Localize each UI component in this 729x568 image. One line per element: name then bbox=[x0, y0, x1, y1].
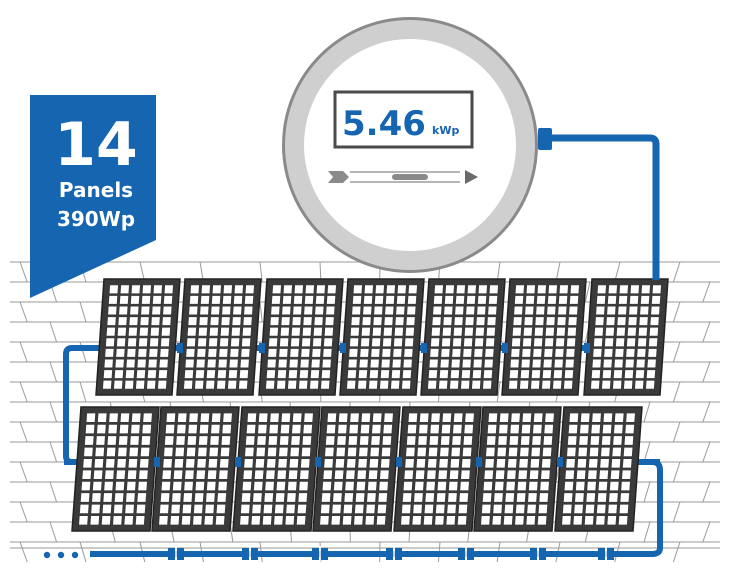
solar-panel bbox=[95, 278, 181, 396]
panel-link-icon bbox=[154, 457, 160, 467]
panel-link-icon bbox=[315, 457, 321, 467]
meter-plug bbox=[538, 128, 552, 150]
panel-link-icon bbox=[557, 457, 563, 467]
solar-panel bbox=[151, 406, 240, 532]
meter-display bbox=[333, 90, 474, 149]
connector-icon bbox=[242, 546, 258, 562]
panel-link-icon bbox=[340, 343, 346, 353]
meter-unit: kWp bbox=[432, 124, 459, 137]
solar-panel bbox=[501, 278, 587, 396]
panel-count: 14 bbox=[54, 110, 138, 180]
power-meter: 5.46 kWp bbox=[282, 17, 660, 280]
connector-icon bbox=[386, 546, 402, 562]
panel-link-icon bbox=[177, 343, 183, 353]
meter-cable bbox=[548, 134, 660, 280]
continuation-dots-icon bbox=[43, 551, 79, 559]
solar-panel bbox=[473, 406, 562, 532]
panel-link-icon bbox=[235, 457, 241, 467]
badge-label-wattage: 390Wp bbox=[57, 207, 135, 231]
panel-count-badge: 14 Panels 390Wp bbox=[30, 95, 156, 298]
connector-icon bbox=[312, 546, 328, 562]
solar-array bbox=[71, 278, 669, 532]
connector-icon bbox=[598, 546, 614, 562]
panel-link-icon bbox=[259, 343, 265, 353]
solar-panel bbox=[71, 406, 160, 532]
solar-panel bbox=[312, 406, 401, 532]
panel-link-icon bbox=[502, 343, 508, 353]
panel-link-icon bbox=[476, 457, 482, 467]
meter-value: 5.46 bbox=[342, 104, 426, 144]
panel-link-icon bbox=[396, 457, 402, 467]
panel-link-icon bbox=[584, 343, 590, 353]
solar-panel bbox=[554, 406, 643, 532]
solar-panel bbox=[258, 278, 344, 396]
cable-connectors bbox=[154, 343, 614, 562]
solar-panel bbox=[420, 278, 506, 396]
badge-label-panels: Panels bbox=[59, 178, 133, 202]
panel-link-icon bbox=[421, 343, 427, 353]
connector-icon bbox=[168, 546, 184, 562]
badge-shape bbox=[30, 95, 156, 298]
solar-panel bbox=[583, 278, 669, 396]
connector-icon bbox=[458, 546, 474, 562]
solar-panel bbox=[393, 406, 482, 532]
connector-icon bbox=[530, 546, 546, 562]
solar-panel bbox=[339, 278, 425, 396]
flow-arrow-icon bbox=[328, 170, 478, 184]
solar-panel bbox=[232, 406, 321, 532]
solar-panel bbox=[176, 278, 262, 396]
